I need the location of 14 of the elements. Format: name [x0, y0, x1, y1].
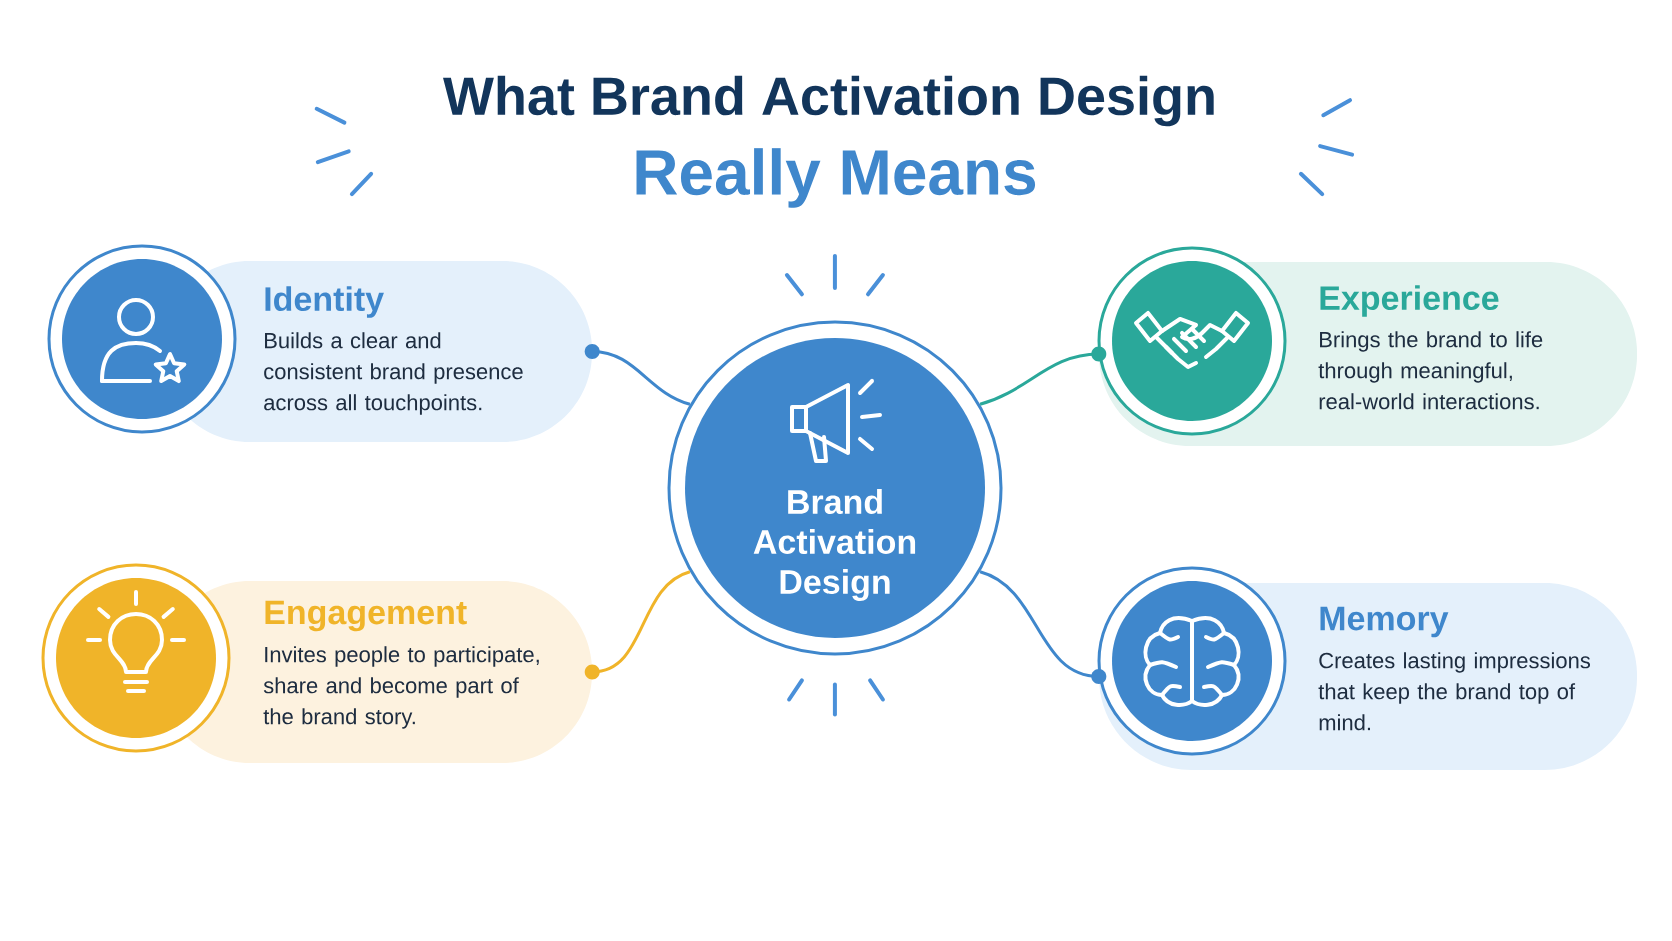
info-card [1097, 246, 1637, 446]
title: What Brand Activation Design [443, 75, 1214, 127]
card-text: Invites people to participate, share and become part of the brand story. [263, 646, 539, 729]
info-card [41, 563, 592, 763]
card-heading: Experience [1320, 285, 1499, 317]
subtitle: Really Means [636, 148, 1036, 208]
info-card [1097, 566, 1637, 770]
card-text: Brings the brand to life through meaningful, real-world interactions. [1318, 331, 1543, 410]
card-heading: Memory [1320, 606, 1449, 638]
card-text: Builds a clear and consistent brand presence across all touchpoints. [264, 332, 523, 415]
info-card [47, 244, 592, 442]
card-heading: Identity [265, 286, 384, 318]
card-heading: Engagement [265, 600, 467, 632]
card-text: Creates lasting impressions that keep the brand top of mind. [1318, 652, 1590, 731]
